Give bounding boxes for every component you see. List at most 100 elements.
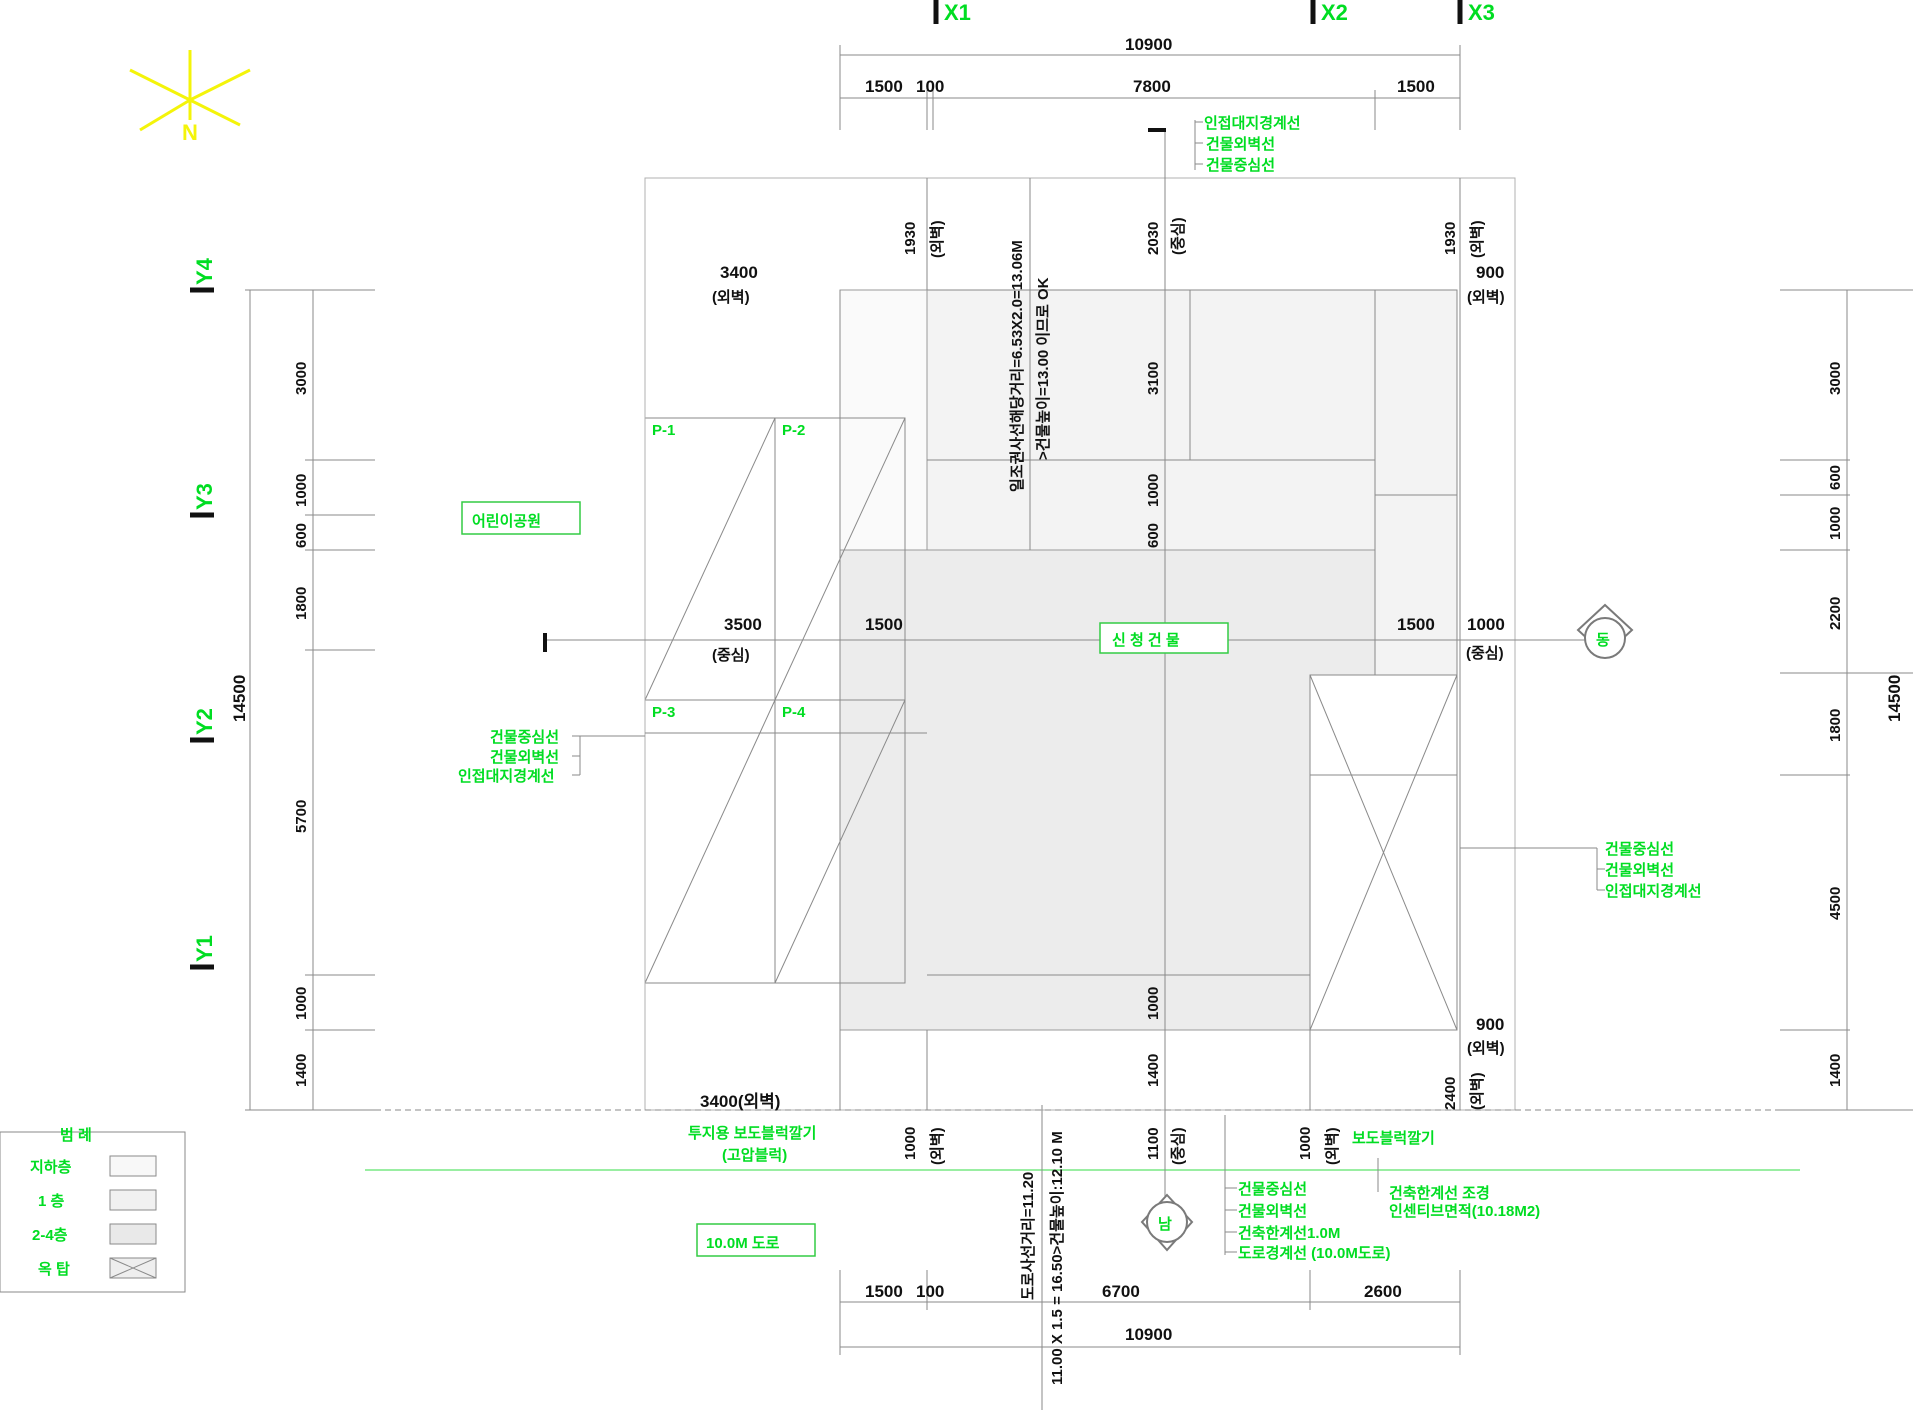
parking-label-p4: P-4 <box>782 704 806 721</box>
dim-top-7800: 7800 <box>1133 77 1171 96</box>
dim-left-total: 14500 <box>230 675 249 722</box>
dim-right-4500: 4500 <box>1827 887 1844 920</box>
legend-swatch-basement <box>109 1155 157 1177</box>
dim-bottom-1000-right: 1000 <box>1297 1127 1314 1160</box>
paving-left-line2: (고압블럭) <box>722 1146 787 1164</box>
left-leader-line1: 건물중심선 <box>490 729 559 746</box>
dim-row-900-bottom: 900 <box>1476 1015 1504 1034</box>
note-row-900-bottom-wall: (외벽) <box>1467 1039 1505 1057</box>
right-leader <box>1460 847 1605 891</box>
corner-landscape-line2: 인센티브면적(10.18M2) <box>1389 1202 1540 1220</box>
road-label: 10.0M 도로 <box>706 1235 780 1252</box>
note-bottom-right-wall: (외벽) <box>1323 1127 1341 1165</box>
bottom-leader-line3: 건축한계선1.0M <box>1238 1225 1340 1242</box>
dim-row-3400: 3400 <box>720 263 758 282</box>
top-leader-line2: 건물외벽선 <box>1206 135 1275 153</box>
grid-label-y4: Y4 <box>192 257 217 285</box>
dim-col-3100: 3100 <box>1145 362 1162 395</box>
dim-bottom-total: 10900 <box>1125 1325 1172 1344</box>
note-col-center: (중심) <box>1170 1127 1187 1165</box>
grid-label-x3: X3 <box>1468 0 1495 25</box>
building-label: 신 청 건 물 <box>1112 632 1180 649</box>
dim-top-total: 10900 <box>1125 35 1172 54</box>
top-leader-line1: 인접대지경계선 <box>1204 114 1301 132</box>
grid-label-y2: Y2 <box>192 708 217 735</box>
grid-label-y3: Y3 <box>192 483 217 510</box>
corner-landscape-line1: 건축한계선 조경 <box>1389 1184 1490 1202</box>
dim-bottom-2600: 2600 <box>1364 1282 1402 1301</box>
dim-right-total: 14500 <box>1885 675 1904 722</box>
east-marker-icon <box>1576 603 1634 659</box>
dim-top-100: 100 <box>916 77 944 96</box>
dim-left-1000: 1000 <box>293 474 310 507</box>
dim-row-3500: 3500 <box>724 615 762 634</box>
dim-left-3000: 3000 <box>293 362 310 395</box>
dim-col-1400: 1400 <box>1145 1054 1162 1087</box>
dim-col-600: 600 <box>1145 523 1162 548</box>
building-footprint <box>839 289 1458 1110</box>
dim-left-5700: 5700 <box>293 800 310 833</box>
dim-right-1400: 1400 <box>1827 1054 1844 1087</box>
right-leader-line1: 건물중심선 <box>1605 841 1674 858</box>
legend-item-first-floor: 1 층 <box>38 1193 65 1210</box>
top-leader <box>1194 120 1203 170</box>
left-leader <box>572 735 645 776</box>
dim-top-1500-right: 1500 <box>1397 77 1435 96</box>
bottom-leader-line1: 건물중심선 <box>1238 1181 1307 1198</box>
south-marker-icon <box>1140 1193 1194 1252</box>
sunlight-calc-line2: >건물높이=13.00 이므로 OK <box>1035 277 1052 460</box>
bottom-leader-line2: 건물외벽선 <box>1238 1202 1307 1220</box>
bottom-leader-line4: 도로경계선 (10.0M도로) <box>1238 1244 1390 1262</box>
dim-bottom-1500: 1500 <box>865 1282 903 1301</box>
note-right-2400-wall: (외벽) <box>1468 1072 1486 1110</box>
dim-left-600: 600 <box>293 523 310 548</box>
dim-right-3000: 3000 <box>1827 362 1844 395</box>
legend-swatch-upper-floors <box>109 1223 157 1245</box>
note-row-1000-center: (중심) <box>1466 645 1504 662</box>
note-setback-left: (외벽) <box>928 220 946 258</box>
dim-row-1000: 1000 <box>1467 615 1505 634</box>
grid-label-x1: X1 <box>944 0 971 25</box>
bottom-leader <box>1224 1115 1379 1255</box>
dim-right-1800: 1800 <box>1827 709 1844 742</box>
legend-swatch-first-floor <box>109 1189 157 1211</box>
dim-left-1400: 1400 <box>293 1054 310 1087</box>
grid-label-x2: X2 <box>1321 0 1348 25</box>
legend <box>0 1131 186 1293</box>
note-setback-right: (외벽) <box>1468 220 1486 258</box>
dim-row-1500-right: 1500 <box>1397 615 1435 634</box>
note-bottom-left-wall: (외벽) <box>928 1127 946 1165</box>
dim-right-2200: 2200 <box>1827 597 1844 630</box>
note-setback-center: (중심) <box>1170 217 1187 255</box>
sunlight-calc-line1: 일조권사선해당거리=6.53X2.0=13.06M <box>1008 240 1026 492</box>
legend-item-rooftop: 옥 탑 <box>38 1260 70 1278</box>
dim-setback-1930-left: 1930 <box>902 222 919 255</box>
dim-right-1000: 1000 <box>1827 507 1844 540</box>
grid-label-y1: Y1 <box>192 935 217 962</box>
parking-label-p1: P-1 <box>652 422 675 439</box>
dim-left-1800: 1800 <box>293 587 310 620</box>
parking-label-p3: P-3 <box>652 704 675 721</box>
top-dimension-lines <box>839 45 1461 130</box>
dim-col-1000-b: 1000 <box>1145 987 1162 1020</box>
dim-bottom-1000-left: 1000 <box>902 1127 919 1160</box>
road-calc-line2: 11.00 X 1.5 = 16.50>건물높이:12.10 M <box>1049 1131 1066 1385</box>
legend-item-upper-floors: 2-4층 <box>32 1227 68 1244</box>
paving-left-line1: 투지용 보도블럭깔기 <box>688 1124 816 1142</box>
legend-item-basement: 지하층 <box>30 1159 72 1176</box>
dim-right-600: 600 <box>1827 465 1844 490</box>
dim-setback-1930-right: 1930 <box>1442 222 1459 255</box>
dim-bottom-3400-wall: 3400(외벽) <box>700 1092 780 1111</box>
note-row-3500-center: (중심) <box>712 647 750 664</box>
parking-label-p2: P-2 <box>782 422 805 439</box>
east-marker-label: 동 <box>1596 632 1610 649</box>
note-row-3400-wall: (외벽) <box>712 288 750 306</box>
north-label: N <box>182 120 198 145</box>
dim-bottom-100: 100 <box>916 1282 944 1301</box>
dim-top-1500-left: 1500 <box>865 77 903 96</box>
dim-row-1500-left: 1500 <box>865 615 903 634</box>
park-label: 어린이공원 <box>472 512 541 530</box>
dim-left-1000-b: 1000 <box>293 987 310 1020</box>
paving-right: 보도블럭깔기 <box>1352 1129 1435 1147</box>
